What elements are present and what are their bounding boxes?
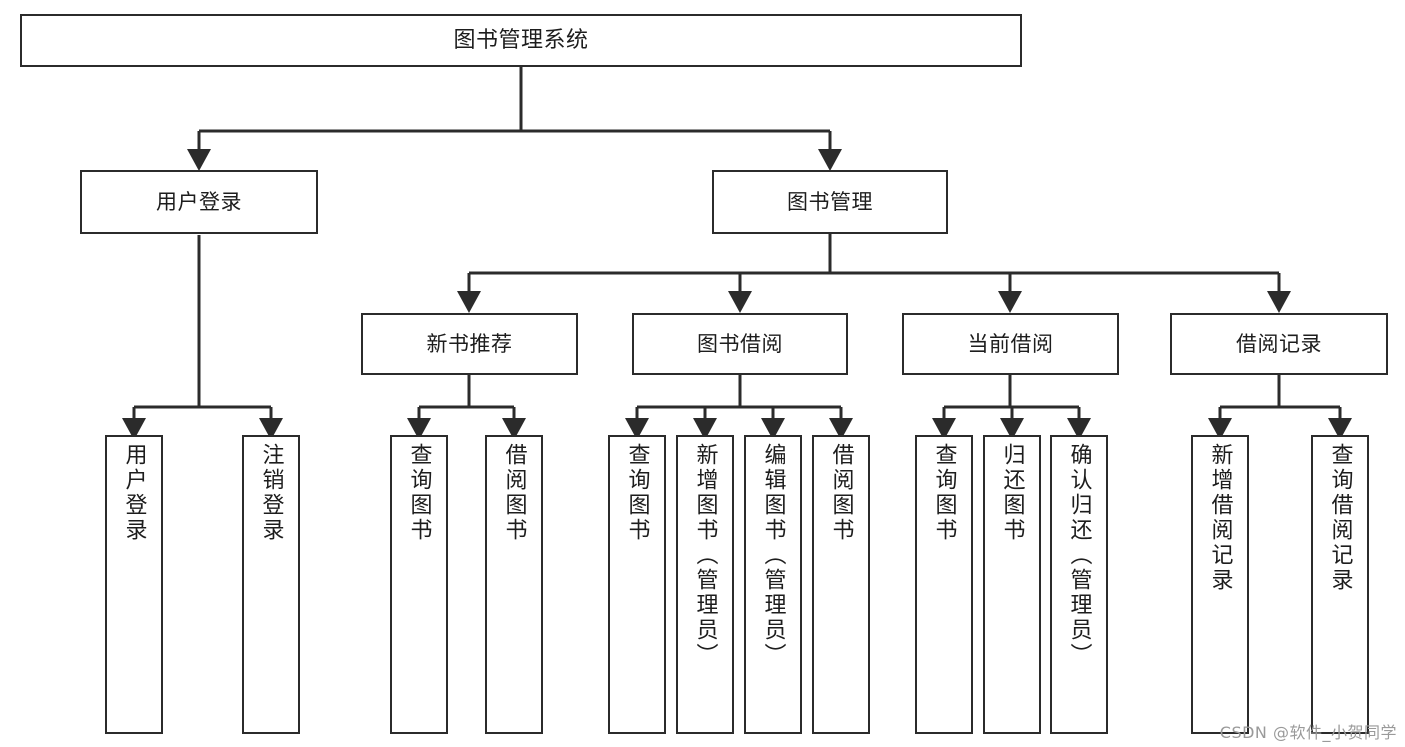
- node-leaf-user-logout[interactable]: 注销登录: [242, 435, 300, 734]
- node-leaf-query-book-3-label: 查询图书: [931, 443, 957, 543]
- node-leaf-query-record-label: 查询借阅记录: [1327, 443, 1353, 593]
- node-leaf-add-record-label: 新增借阅记录: [1207, 443, 1233, 593]
- node-leaf-edit-book[interactable]: 编辑图书（管理员）: [744, 435, 802, 734]
- node-root-label: 图书管理系统: [453, 27, 589, 53]
- node-leaf-query-book-1-label: 查询图书: [406, 443, 432, 543]
- node-leaf-return-book-label: 归还图书: [999, 443, 1025, 543]
- watermark: CSDN @软件_小贺同学: [1219, 723, 1397, 742]
- node-leaf-edit-book-label: 编辑图书（管理员）: [760, 443, 786, 668]
- node-leaf-query-book-2[interactable]: 查询图书: [608, 435, 666, 734]
- node-book-manage[interactable]: 图书管理: [712, 170, 948, 234]
- node-leaf-return-book[interactable]: 归还图书: [983, 435, 1041, 734]
- node-leaf-user-login[interactable]: 用户登录: [105, 435, 163, 734]
- node-leaf-query-record[interactable]: 查询借阅记录: [1311, 435, 1369, 734]
- node-leaf-add-record[interactable]: 新增借阅记录: [1191, 435, 1249, 734]
- node-leaf-query-book-2-label: 查询图书: [624, 443, 650, 543]
- node-leaf-borrow-book-2[interactable]: 借阅图书: [812, 435, 870, 734]
- node-borrow-record[interactable]: 借阅记录: [1170, 313, 1388, 375]
- node-root[interactable]: 图书管理系统: [20, 14, 1022, 67]
- node-leaf-user-login-label: 用户登录: [121, 443, 147, 543]
- node-borrow-record-label: 借阅记录: [1236, 331, 1322, 356]
- node-book-manage-label: 图书管理: [787, 189, 873, 214]
- node-user-login[interactable]: 用户登录: [80, 170, 318, 234]
- node-new-book-recommend-label: 新书推荐: [426, 331, 513, 356]
- node-leaf-add-book[interactable]: 新增图书（管理员）: [676, 435, 734, 734]
- node-leaf-confirm-return-label: 确认归还（管理员）: [1066, 443, 1092, 668]
- node-current-borrow[interactable]: 当前借阅: [902, 313, 1119, 375]
- node-new-book-recommend[interactable]: 新书推荐: [361, 313, 578, 375]
- node-book-borrow[interactable]: 图书借阅: [632, 313, 848, 375]
- node-leaf-borrow-book-2-label: 借阅图书: [828, 443, 854, 543]
- node-leaf-user-logout-label: 注销登录: [258, 443, 284, 543]
- node-current-borrow-label: 当前借阅: [967, 331, 1054, 356]
- node-book-borrow-label: 图书借阅: [697, 331, 783, 356]
- node-leaf-borrow-book-1[interactable]: 借阅图书: [485, 435, 543, 734]
- node-leaf-borrow-book-1-label: 借阅图书: [501, 443, 527, 543]
- node-leaf-query-book-1[interactable]: 查询图书: [390, 435, 448, 734]
- node-leaf-query-book-3[interactable]: 查询图书: [915, 435, 973, 734]
- node-leaf-add-book-label: 新增图书（管理员）: [692, 443, 718, 668]
- node-user-login-label: 用户登录: [156, 189, 242, 214]
- node-leaf-confirm-return[interactable]: 确认归还（管理员）: [1050, 435, 1108, 734]
